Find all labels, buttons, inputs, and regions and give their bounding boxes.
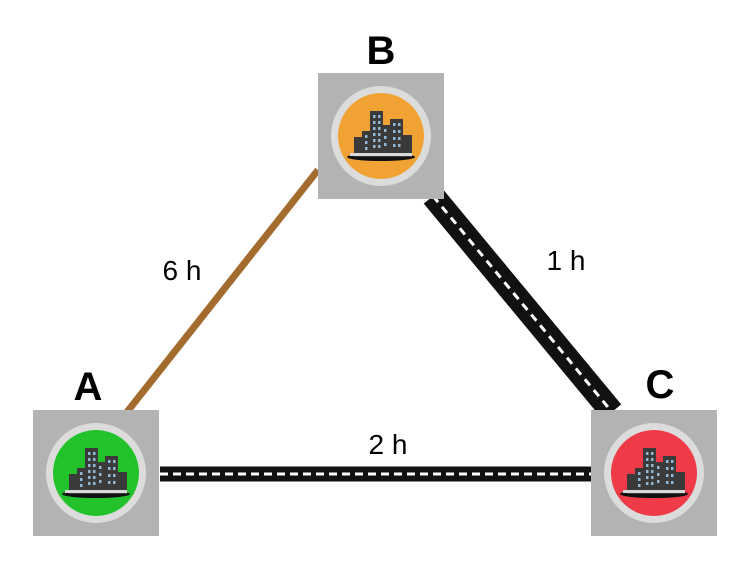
city-buildings-icon — [620, 448, 688, 498]
city-label-b: B — [367, 29, 396, 73]
roads — [124, 167, 622, 482]
road-a-b — [124, 167, 321, 415]
city-buildings-icon — [62, 448, 130, 498]
road-label-b-c: 1 h — [547, 245, 586, 276]
city-label-a: A — [74, 365, 103, 409]
city-node-b — [318, 73, 444, 199]
city-buildings-icon — [347, 111, 415, 161]
city-node-c — [591, 410, 717, 536]
city-label-c: C — [646, 363, 675, 407]
road-b-c — [423, 188, 622, 420]
road-label-a-c: 2 h — [369, 429, 408, 460]
city-node-a — [33, 410, 159, 536]
road-label-a-b: 6 h — [163, 255, 202, 286]
